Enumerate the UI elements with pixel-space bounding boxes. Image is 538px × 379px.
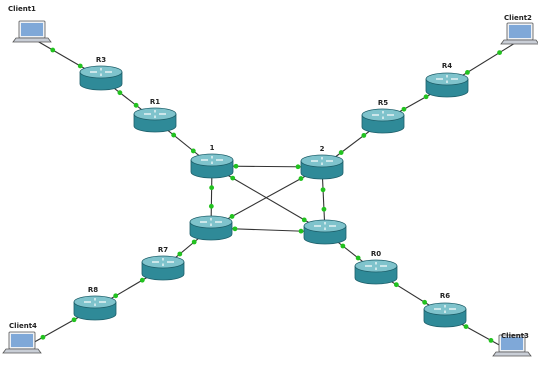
laptop-icon [492, 334, 532, 357]
laptop-icon [2, 331, 42, 354]
router-r1[interactable]: R1 [133, 98, 177, 133]
link-status-dot [301, 217, 307, 223]
router-label: R1 [150, 98, 160, 106]
router-label: R5 [378, 99, 388, 107]
client-client1[interactable]: Client1 [8, 5, 52, 43]
link-status-dot [177, 251, 183, 257]
link-status-dot [295, 164, 301, 170]
router-label: R3 [96, 56, 106, 64]
router-top [133, 107, 177, 121]
link-status-dot [355, 255, 361, 261]
router-r0[interactable]: R0 [354, 250, 398, 285]
router-top [354, 259, 398, 273]
router-arrows-icon [365, 262, 387, 270]
router-r8[interactable]: R8 [73, 286, 117, 321]
link-status-dot [298, 176, 304, 181]
router-arrows-icon [436, 75, 458, 83]
client-label: Client3 [501, 332, 529, 340]
link-status-dot [191, 239, 197, 245]
router-n1[interactable]: 1 [190, 144, 234, 179]
router-top [425, 72, 469, 86]
client-client4[interactable]: Client4 [2, 322, 42, 354]
router-top [79, 65, 123, 79]
link-status-dot [40, 334, 46, 340]
router-top [423, 302, 467, 316]
router-top [189, 215, 233, 229]
router-label: R7 [158, 246, 168, 254]
router-arrows-icon [311, 157, 333, 165]
link-status-dot [463, 324, 469, 330]
router-label: 1 [210, 144, 215, 152]
link-status-dot [422, 299, 428, 305]
client-label: Client4 [9, 322, 37, 330]
link-n2-n3[interactable] [210, 166, 323, 229]
router-n3[interactable] [189, 215, 233, 241]
router-arrows-icon [200, 218, 222, 226]
router-label: 2 [320, 145, 325, 153]
router-label: R6 [440, 292, 450, 300]
router-label: R4 [442, 62, 452, 70]
link-status-dot [71, 317, 77, 323]
router-arrows-icon [372, 111, 394, 119]
link-status-dot [50, 47, 56, 53]
router-top [190, 153, 234, 167]
router-top [303, 219, 347, 233]
link-status-dot [230, 175, 236, 181]
router-label: R0 [371, 250, 381, 258]
link-status-dot [171, 132, 177, 138]
router-arrows-icon [152, 258, 174, 266]
router-arrows-icon [201, 156, 223, 164]
router-r5[interactable]: R5 [361, 99, 405, 134]
link-status-dot [488, 337, 494, 343]
link-status-dot [298, 228, 304, 234]
router-top [361, 108, 405, 122]
link-status-dot [208, 203, 214, 209]
link-status-dot [423, 94, 429, 100]
router-arrows-icon [144, 110, 166, 118]
router-r3[interactable]: R3 [79, 56, 123, 91]
router-r6[interactable]: R6 [423, 292, 467, 328]
router-r4[interactable]: R4 [425, 62, 469, 98]
link-status-dot [338, 150, 344, 155]
router-n4[interactable] [303, 219, 347, 245]
link-status-dot [361, 133, 367, 138]
router-top [73, 295, 117, 309]
link-status-dot [497, 50, 502, 55]
link-status-dot [139, 277, 145, 283]
router-top [300, 154, 344, 168]
router-label: R8 [88, 286, 98, 294]
link-status-dot [340, 243, 346, 249]
laptop-icon [500, 22, 538, 45]
link-status-dot [465, 70, 470, 75]
link-status-dot [209, 185, 215, 191]
router-top [141, 255, 185, 269]
link-status-dot [190, 148, 196, 154]
link-status-dot [117, 90, 123, 96]
client-label: Client2 [504, 14, 532, 22]
router-arrows-icon [90, 68, 112, 76]
router-arrows-icon [314, 222, 336, 230]
link-status-dot [320, 187, 326, 193]
link-status-dot [133, 102, 139, 108]
client-client2[interactable]: Client2 [500, 14, 538, 45]
router-arrows-icon [434, 305, 456, 313]
link-status-dot [233, 163, 239, 169]
link-status-dot [401, 106, 407, 112]
router-arrows-icon [84, 298, 106, 306]
link-status-dot [393, 282, 399, 288]
router-n2[interactable]: 2 [300, 145, 344, 180]
laptop-icon [12, 20, 52, 43]
link-status-dot [321, 206, 327, 212]
client-label: Client1 [8, 5, 36, 13]
router-r7[interactable]: R7 [141, 246, 185, 281]
link-status-dot [113, 293, 119, 299]
link-status-dot [229, 214, 235, 219]
link-status-dot [232, 226, 238, 232]
client-client3[interactable]: Client3 [492, 332, 532, 357]
link-status-dot [77, 63, 83, 69]
